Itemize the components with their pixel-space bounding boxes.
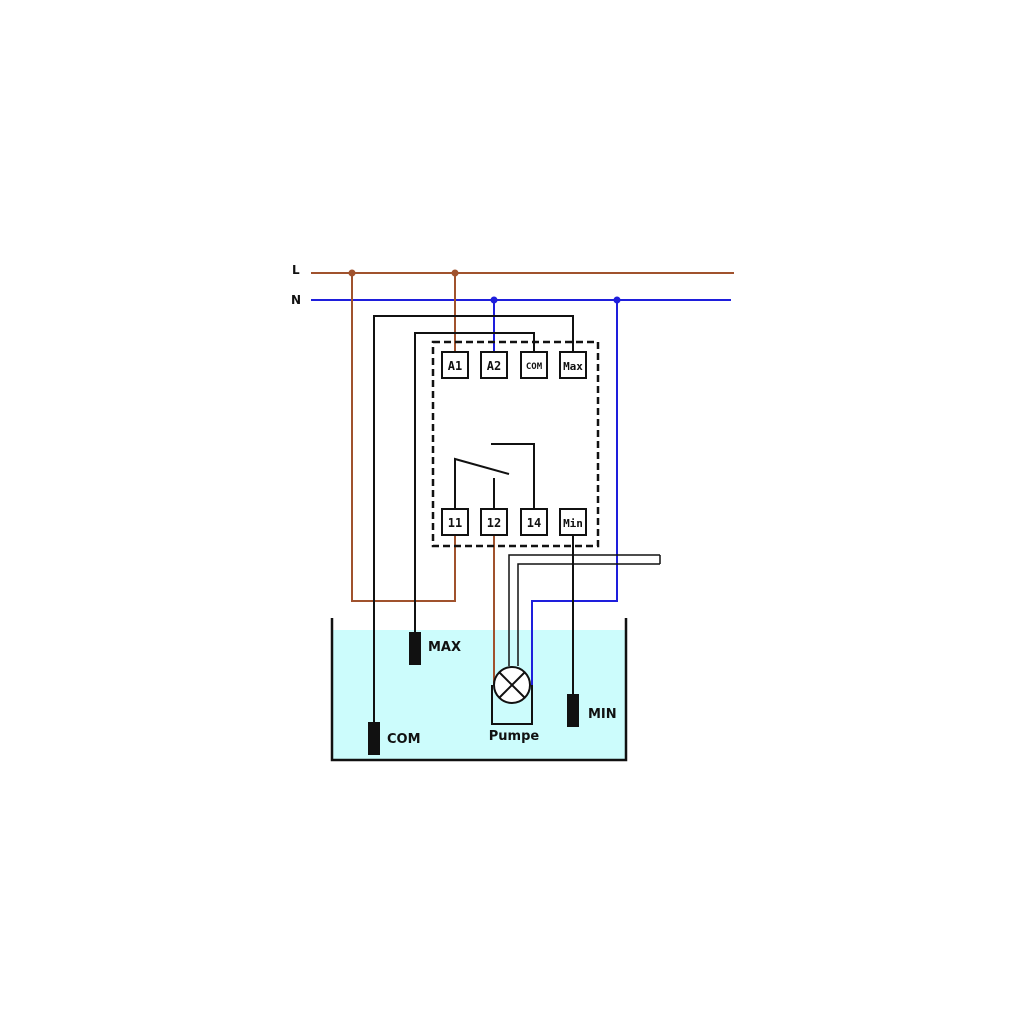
terminal-14-label: 14 [527,516,541,530]
wire-neutral-to-pump [531,300,618,685]
probe-com-label: COM [387,732,421,747]
terminal-a2: A2 [480,351,508,379]
live-wires [348,269,495,685]
rail-label-live: L [292,263,300,277]
changeover-contact [454,443,535,509]
terminal-a1-label: A1 [448,359,462,373]
terminal-min: Min [559,508,587,536]
terminal-12-label: 12 [487,516,501,530]
terminal-11: 11 [441,508,469,536]
neutral-wires [490,296,621,685]
pipe-outer-wall [508,554,660,666]
relay-module: A1 A2 COM Max 11 12 14 Min [431,340,600,548]
contact-11-lead [454,457,510,509]
contact-14-lead [491,443,535,509]
terminal-a2-label: A2 [487,359,501,373]
rail-label-neutral: N [291,293,301,307]
terminal-com-label: COM [526,362,543,372]
probe-max-label: MAX [428,640,461,655]
pipe-inner-wall [517,563,660,666]
relay-housing [431,340,600,548]
junction-live-2 [451,269,459,277]
probe-min-label: MIN [588,707,617,722]
pump-cross-b [498,671,526,699]
terminal-14: 14 [520,508,548,536]
probe-min: MIN [567,694,617,727]
pump-label: Pumpe [489,729,540,744]
junction-neutral-1 [490,296,498,304]
probe-min-electrode [567,694,579,727]
terminal-12: 12 [480,508,508,536]
supply-rails: L N [291,263,734,307]
terminal-max-label: Max [563,360,583,373]
discharge-pipe [508,554,661,666]
terminal-com: COM [520,351,548,379]
probe-max-electrode [409,632,421,665]
pump-housing [491,685,533,725]
junction-neutral-2 [613,296,621,304]
probe-max: MAX [409,632,461,665]
junction-live-1 [348,269,356,277]
probe-com: COM [368,722,421,755]
terminal-max: Max [559,351,587,379]
probe-com-electrode [368,722,380,755]
tank-outline [330,618,628,762]
wire-max-probe [373,315,574,723]
terminal-min-label: Min [563,517,583,530]
wire-live-to-contact-11 [351,273,456,602]
terminal-11-label: 11 [448,516,462,530]
terminal-a1: A1 [441,351,469,379]
pump: Pumpe [489,666,540,744]
